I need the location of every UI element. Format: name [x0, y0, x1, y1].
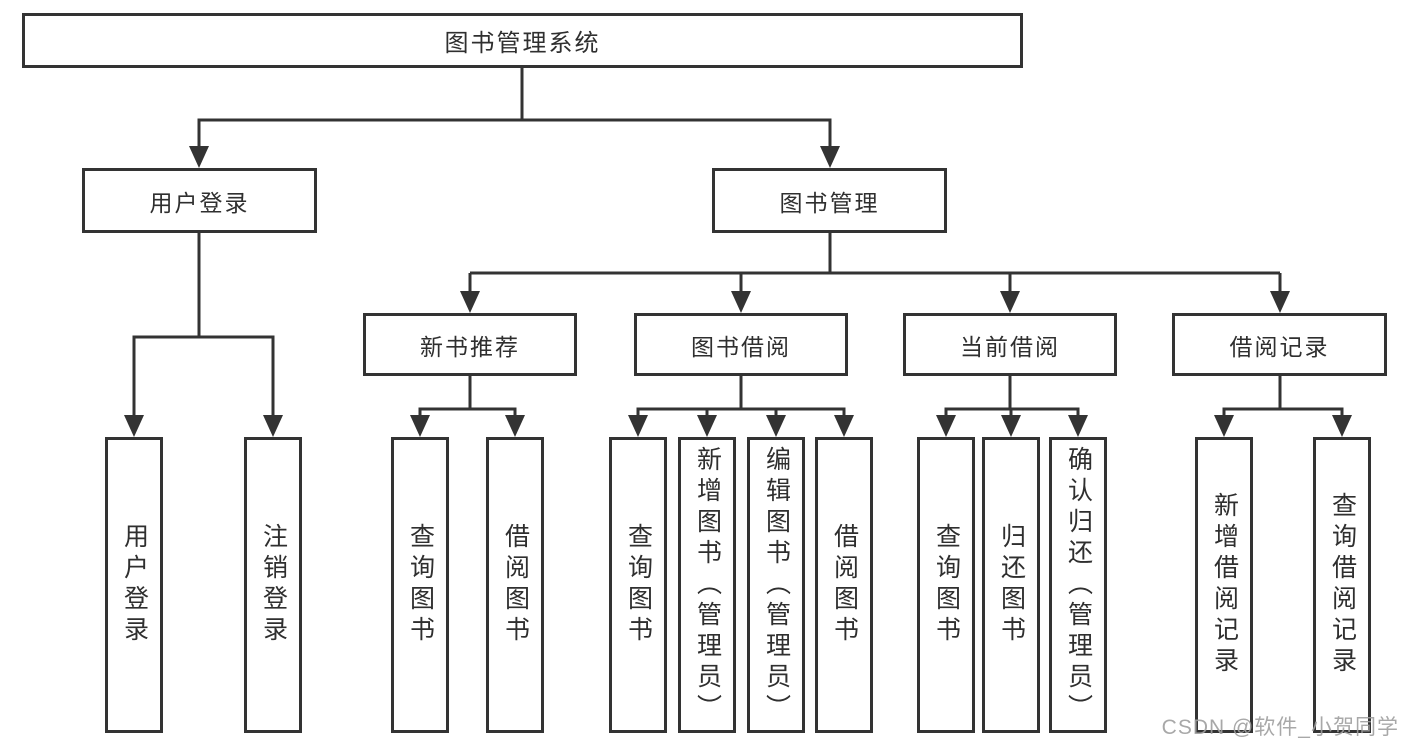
node-new-book-recommend: 新书推荐	[363, 313, 577, 376]
leaf-borrowing-edit-books-admin: 编辑图书（管理员）	[747, 437, 805, 733]
leaf-logout: 注销登录	[244, 437, 302, 733]
leaf-current-return-books: 归还图书	[982, 437, 1040, 733]
leaf-user-login: 用户登录	[105, 437, 163, 733]
leaf-borrowing-search-books: 查询图书	[609, 437, 667, 733]
node-current-borrowing: 当前借阅	[903, 313, 1117, 376]
leaf-newbooks-borrow-books: 借阅图书	[486, 437, 544, 733]
leaf-borrowing-borrow-books: 借阅图书	[815, 437, 873, 733]
csdn-watermark: CSDN @软件_小贺同学	[1161, 716, 1399, 739]
node-book-borrowing: 图书借阅	[634, 313, 848, 376]
leaf-records-add-borrow-record: 新增借阅记录	[1195, 437, 1253, 733]
node-root: 图书管理系统	[22, 13, 1023, 68]
leaf-borrowing-add-books-admin: 新增图书（管理员）	[678, 437, 736, 733]
leaf-records-search-borrow-record: 查询借阅记录	[1313, 437, 1371, 733]
leaf-newbooks-search-books: 查询图书	[391, 437, 449, 733]
leaf-current-search-books: 查询图书	[917, 437, 975, 733]
node-user-login-branch: 用户登录	[82, 168, 317, 233]
node-borrow-records: 借阅记录	[1172, 313, 1387, 376]
leaf-current-confirm-return-admin: 确认归还（管理员）	[1049, 437, 1107, 733]
node-book-management: 图书管理	[712, 168, 947, 233]
